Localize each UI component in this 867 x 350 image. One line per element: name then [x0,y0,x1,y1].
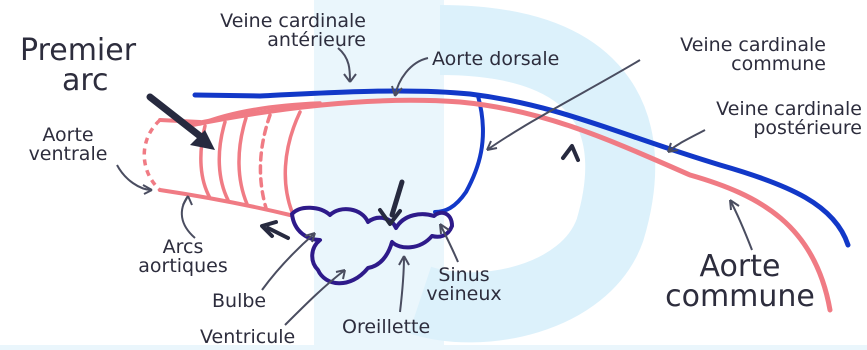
label-sinus-veineux: Sinus veineux [414,266,514,304]
label-sinus-veineux-line2: veineux [414,285,514,304]
label-aorte-commune: Aorte commune [660,252,820,312]
label-aorte-commune-line1: Aorte [660,252,820,282]
label-ventricule: Ventricule [200,328,295,347]
label-ventricule-line1: Ventricule [200,328,295,347]
label-oreillette-line1: Oreillette [342,318,430,337]
label-aorte-dorsale: Aorte dorsale [432,50,559,69]
label-bulbe: Bulbe [212,292,266,311]
premier-arc-arrow-shaft [150,97,205,140]
label-aorte-commune-line2: commune [660,282,820,312]
label-aorte-ventrale: Aorte ventrale [18,126,118,164]
label-veine-commune-line2: commune [640,55,826,74]
label-veine-cardinale-posterieure: Veine cardinale postérieure [670,100,862,138]
label-aorte-ventrale-line2: ventrale [18,145,118,164]
arc-5 [285,112,300,212]
arc-4 [260,115,270,208]
label-aorte-dorsale-line1: Aorte dorsale [432,50,559,69]
label-premier-arc-line1: Premier [20,36,136,66]
label-oreillette: Oreillette [342,318,430,337]
label-veine-anterieure-line2: antérieure [208,31,366,50]
label-arcs-aortiques: Arcs aortiques [128,238,238,276]
leader-aorte-commune [730,200,752,250]
label-veine-cardinale-commune: Veine cardinale commune [640,36,826,74]
arcs-aortiques-vessels [200,103,320,212]
aorte-ventrale-dashed [144,120,160,190]
label-premier-arc: Premier arc [20,36,136,96]
arc-3 [239,118,247,204]
watermark-edge [0,345,867,350]
label-veine-posterieure-line2: postérieure [670,119,862,138]
posterior-flow-arrow [563,146,578,160]
arc-2 [219,122,228,200]
leader-bulbe [262,233,315,290]
label-arcs-aortiques-line2: aortiques [128,257,238,276]
label-premier-arc-line2: arc [20,66,136,96]
label-bulbe-line1: Bulbe [212,292,266,311]
label-veine-cardinale-anterieure: Veine cardinale antérieure [208,12,366,50]
